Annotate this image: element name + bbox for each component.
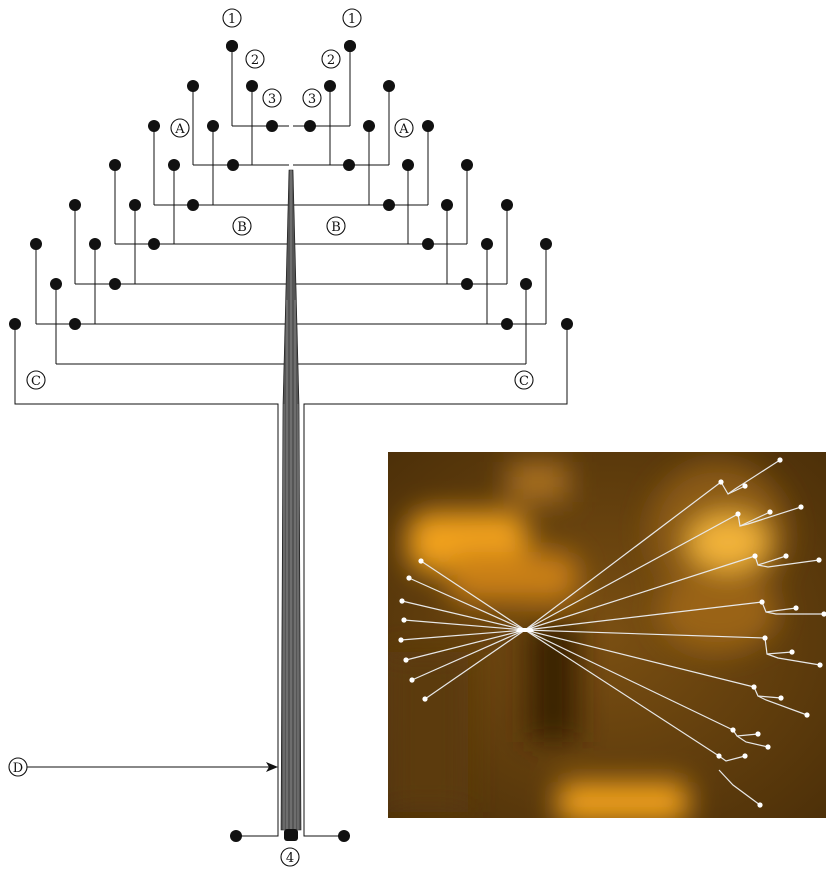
fiber-end-dot [109,159,121,171]
label-right-2: 2 [321,49,341,69]
fiber-bundle-photo [388,452,826,818]
svg-text:3: 3 [308,92,316,107]
fiber-end-dots [9,40,573,842]
fiber-end-dot [540,238,552,250]
fiber-end-dot [69,199,81,211]
svg-text:D: D [13,761,23,776]
photo-fibers [398,457,826,808]
fiber-end-dot [304,120,316,132]
fiber-end-dot [168,159,180,171]
label-left-3: 3 [262,88,282,108]
pointer-arrow-D [27,762,278,772]
fiber-end-dot [148,238,160,250]
fiber-end-dot [148,120,160,132]
svg-text:C: C [519,374,529,389]
fiber-end-dot [520,278,532,290]
outer-branch-outline [14,324,568,837]
fiber-end-dot [69,318,81,330]
label-right-3: 3 [302,88,322,108]
fiber-end-dot [461,159,473,171]
label-left-C: C [26,370,46,390]
fiber-end-dot [338,830,350,842]
label-right-C: C [514,370,534,390]
svg-text:B: B [331,220,341,235]
fiber-end-dot [230,830,242,842]
fiber-end-dot [344,40,356,52]
svg-text:1: 1 [228,12,236,27]
fiber-end-dot [129,199,141,211]
bundle-end-terminal [284,829,298,841]
fiber-end-dot [422,238,434,250]
fiber-end-dot [109,278,121,290]
label-top-right-1: 1 [342,8,362,28]
fiber-end-dot [402,159,414,171]
fiber-end-dot [343,159,355,171]
fiber-end-dot [226,40,238,52]
svg-text:A: A [174,122,185,137]
label-left-B: B [232,216,252,236]
label-top-left-1: 1 [222,8,242,28]
fiber-end-dot [9,318,21,330]
label-pointer-D: D [8,757,28,777]
fiber-end-dot [246,80,258,92]
label-right-A: A [394,118,414,138]
fiber-end-dot [501,318,513,330]
fiber-end-dot [501,199,513,211]
fiber-end-dot [187,199,199,211]
fiber-end-dot [30,238,42,250]
fiber-end-dot [481,238,493,250]
svg-text:C: C [31,374,41,389]
trunk-bundle [280,169,302,831]
fiber-end-dot [207,120,219,132]
label-left-2: 2 [245,49,265,69]
label-left-A: A [170,118,190,138]
svg-text:1: 1 [348,12,356,27]
fiber-end-dot [227,159,239,171]
fiber-end-dot [561,318,573,330]
fiber-end-dot [441,199,453,211]
label-right-B: B [326,216,346,236]
svg-text:A: A [398,122,409,137]
fiber-end-dot [187,80,199,92]
label-bottom-4: 4 [280,847,300,867]
fiber-end-dot [50,278,62,290]
svg-text:4: 4 [286,851,294,866]
fiber-end-dot [383,199,395,211]
svg-text:2: 2 [327,53,335,68]
fiber-end-dot [461,278,473,290]
fiber-end-dot [363,120,375,132]
svg-text:B: B [237,220,247,235]
fiber-end-dot [422,120,434,132]
svg-text:3: 3 [268,92,276,107]
fiber-end-dot [324,80,336,92]
fiber-end-dot [266,120,278,132]
fiber-end-dot [383,80,395,92]
tree-branch-lines [35,46,547,365]
fiber-end-dot [89,238,101,250]
svg-text:2: 2 [251,53,259,68]
